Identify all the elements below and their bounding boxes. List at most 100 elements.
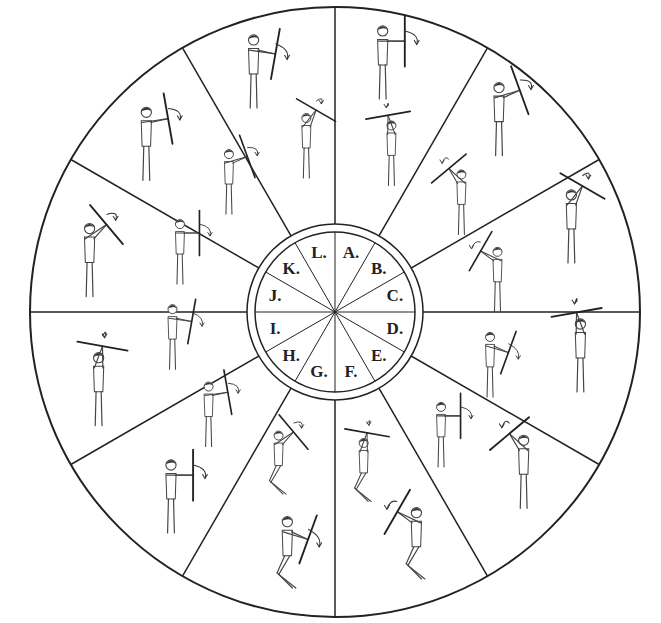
- exercise-figure: [378, 16, 420, 99]
- leg: [210, 417, 212, 447]
- arm: [576, 312, 578, 334]
- motion-arrow: [586, 175, 591, 179]
- motion-arrow: [255, 152, 260, 156]
- arm: [175, 475, 193, 476]
- hair: [84, 224, 94, 228]
- leg: [458, 204, 460, 234]
- exercise-stick: [299, 516, 316, 564]
- exercise-figure: [204, 370, 240, 447]
- exercise-figure: [551, 299, 601, 393]
- leg: [279, 556, 290, 575]
- arm: [486, 346, 508, 353]
- leg: [393, 155, 395, 185]
- motion-arrow: [469, 415, 474, 419]
- leg: [279, 574, 296, 588]
- exercise-figure: [437, 393, 474, 467]
- motion-arrow: [384, 104, 389, 108]
- head: [249, 35, 259, 45]
- motion-arrow: [572, 300, 577, 304]
- torso: [519, 449, 529, 475]
- leg: [356, 473, 366, 490]
- head: [493, 247, 502, 256]
- exercise-figure: [168, 299, 204, 369]
- leg: [463, 204, 465, 234]
- motion-arrow: [177, 116, 182, 120]
- arm: [310, 110, 316, 127]
- sector-letter: E.: [370, 347, 388, 364]
- leg: [148, 146, 150, 180]
- motion-arrow: [528, 85, 533, 89]
- hair: [457, 170, 466, 173]
- arm: [481, 251, 502, 261]
- torso: [457, 182, 466, 205]
- exercise-figure: [84, 205, 122, 297]
- sector-letter: K.: [281, 260, 300, 277]
- exercise-figure: [141, 94, 182, 181]
- leg: [205, 417, 207, 447]
- arm: [283, 532, 308, 540]
- arm: [494, 346, 509, 353]
- hair: [566, 190, 576, 194]
- sector-letter: C.: [386, 287, 405, 304]
- leg: [501, 122, 503, 156]
- exercise-stick: [188, 299, 196, 343]
- sector-dividers: [30, 7, 640, 617]
- torso: [387, 133, 396, 156]
- exercise-figure: [432, 154, 466, 234]
- head: [84, 223, 94, 233]
- sector-letter: L.: [310, 244, 328, 261]
- arm: [176, 233, 199, 234]
- head: [378, 26, 388, 36]
- exercise-figures: [77, 16, 604, 588]
- head: [204, 382, 213, 391]
- leg: [379, 65, 381, 99]
- exercise-stick: [164, 94, 173, 144]
- motion-arrow: [202, 474, 207, 478]
- leg: [167, 499, 169, 533]
- leg: [303, 148, 305, 178]
- sector-letter: F.: [344, 363, 359, 380]
- motion-arrow: [317, 543, 322, 547]
- hair: [493, 248, 502, 251]
- leg: [492, 367, 494, 397]
- motion-arrow: [200, 323, 205, 327]
- arm: [169, 318, 192, 321]
- arm: [94, 346, 102, 368]
- motion-arrow: [499, 423, 504, 427]
- leg: [567, 229, 569, 263]
- torso: [141, 121, 151, 147]
- sector-letter: A.: [342, 244, 361, 261]
- arm: [495, 90, 520, 98]
- arm: [503, 90, 520, 98]
- leg: [408, 565, 425, 579]
- leg: [388, 155, 390, 185]
- head: [166, 460, 176, 470]
- exercise-figure: [490, 417, 529, 508]
- leg: [494, 282, 496, 312]
- leg: [271, 482, 286, 494]
- arm: [275, 432, 294, 445]
- arm: [176, 318, 191, 321]
- leg: [443, 437, 445, 467]
- exercise-stick: [297, 99, 336, 122]
- arm: [378, 40, 404, 41]
- leg: [499, 282, 501, 312]
- leg: [271, 466, 281, 483]
- arm: [212, 392, 227, 395]
- torso: [566, 203, 576, 229]
- motion-arrow: [387, 501, 397, 509]
- hair: [274, 431, 283, 434]
- exercise-stick: [345, 429, 389, 437]
- leg: [176, 254, 178, 284]
- torso: [166, 473, 176, 499]
- sector-letter: G.: [309, 363, 328, 380]
- leg: [520, 474, 522, 508]
- torso: [359, 450, 368, 473]
- arm: [387, 115, 388, 134]
- motion-arrow: [469, 245, 474, 249]
- arm: [567, 186, 582, 205]
- sector-letter: I.: [269, 320, 282, 337]
- sector-line: [335, 243, 375, 312]
- torso: [94, 366, 104, 392]
- arm: [151, 119, 169, 123]
